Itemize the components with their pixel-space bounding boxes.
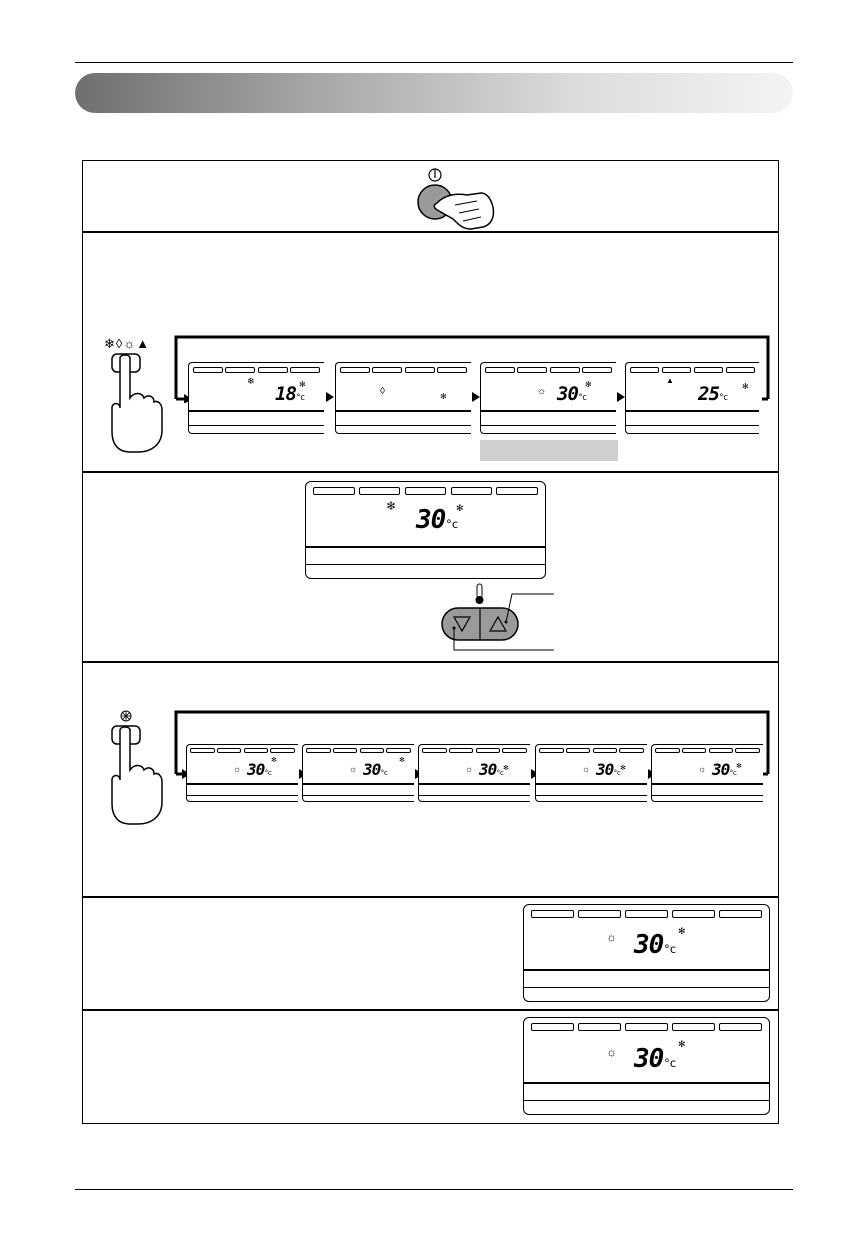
lcd-temperature: 30°c [634,930,676,960]
header-rule [75,62,793,63]
lcd-temperature: 30°c [416,505,458,535]
lcd-temperature: 30°c [634,1044,676,1074]
row-divider [82,1009,779,1011]
fan-button-press-illustration [111,710,163,825]
lcd-temperature: 30°c [363,760,388,779]
sun-icon: ☼ [123,336,137,351]
next-arrow [617,392,625,402]
row-divider [82,231,779,233]
lcd-temperature: 30°c [712,760,737,779]
lcd-tabs [193,367,320,374]
lcd-temperature-setting: ❄ 30°c ✻ [305,481,546,579]
row-divider [82,896,779,898]
footer-rule [75,1189,793,1190]
lcd-display-row6: ☼ 30°c ✻ [523,1017,770,1115]
lcd-temperature: 30°c [479,760,504,779]
sun-icon: ☼ [349,764,358,774]
sun-icon: ☼ [606,1045,617,1059]
fan-icon: ✻ [399,757,405,764]
power-button-illustration [415,165,495,230]
auto-mode-icon: ▲ [136,336,151,351]
fan-icon [120,710,132,722]
water-drop-icon: ◊ [380,386,385,397]
fan-icon: ✻ [620,765,626,772]
fan-icon: ✻ [271,757,277,764]
snowflake-icon: ❄ [104,336,116,351]
power-icon [417,168,495,230]
lcd-temperature: 30°c [596,760,621,779]
lcd-heat-mode: ☼ 30°c ✻ [480,362,616,434]
fan-icon: ✻ [742,382,749,391]
auto-mode-icon: ▲ [666,376,674,385]
temperature-buttons-illustration [441,583,554,651]
lcd-auto-mode: ▲ 25°c ✻ [625,362,759,434]
snowflake-icon: ❄ [386,499,397,513]
lcd-dry-mode: ◊ ✻ [335,362,471,434]
heat-mode-note-box [480,440,618,461]
sun-icon: ☼ [582,764,591,774]
fan-icon: ✻ [678,1039,686,1049]
lcd-temperature: 25°c [698,383,728,405]
sun-icon: ☼ [698,764,707,774]
temp-down-button[interactable] [453,613,473,631]
sun-icon: ☼ [606,930,617,944]
water-drop-icon: ◊ [115,336,124,351]
up-triangle-icon [488,615,508,632]
down-triangle-icon [452,616,472,633]
lcd-temperature: 30°c [557,383,587,405]
lcd-fan-speed-4: ☼ 30°c✻ [535,744,647,802]
instruction-frame [82,160,779,1124]
snowflake-icon: ❄ [247,376,255,386]
sun-icon: ☼ [233,764,242,774]
thermometer-icon [475,583,484,604]
lcd-fan-speed-1: ☼ 30°c✻ [186,744,298,802]
next-arrow [326,392,334,402]
temp-up-button[interactable] [488,613,508,631]
sun-icon: ☼ [537,386,547,397]
lcd-fan-speed-5: ☼ 30°c✻ [651,744,763,802]
row-divider [82,471,779,473]
fan-icon: ✻ [299,380,306,389]
row-divider [82,661,779,663]
sun-icon: ☼ [465,764,474,774]
fan-icon: ✻ [585,380,592,389]
fan-icon: ✻ [440,392,447,401]
fan-icon: ✻ [678,926,686,936]
lcd-temperature: 18°c [275,383,305,405]
fan-icon: ✻ [456,503,464,513]
next-arrow [472,392,480,402]
fan-icon: ✻ [503,765,509,772]
mode-icons-label: ❄◊☼▲ [104,334,164,354]
lcd-temperature: 30°c [247,760,272,779]
lcd-fan-speed-2: ☼ 30°c ✻ [302,744,414,802]
fan-icon: ✻ [736,763,742,770]
lcd-display-row5: ☼ 30°c ✻ [523,904,770,1002]
mode-button-press-illustration [111,353,163,453]
lcd-cool-mode: ❄ 18°c ✻ [188,362,324,434]
lcd-fan-speed-3: ☼ 30°c✻ [418,744,530,802]
section-banner [75,73,793,113]
